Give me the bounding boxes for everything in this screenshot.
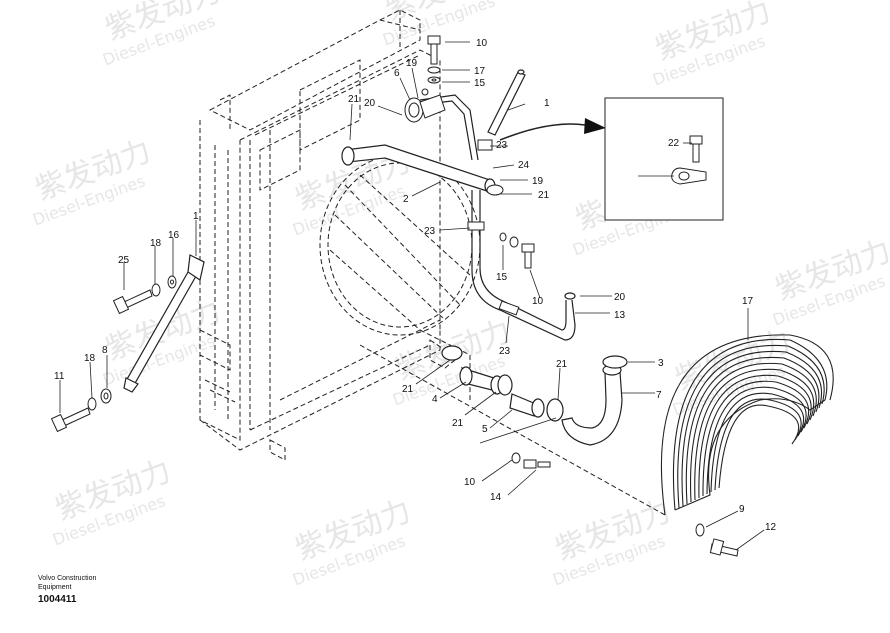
- callout-number: 7: [656, 390, 662, 401]
- caption-line-2: Equipment: [38, 584, 72, 591]
- callout-number: 19: [406, 58, 418, 69]
- hose-fittings-top: [404, 88, 446, 123]
- callout-number: 15: [474, 78, 486, 89]
- callout-number: 6: [394, 68, 400, 79]
- callout-number: 23: [499, 346, 511, 357]
- bolt-25-assembly: [112, 275, 177, 315]
- callout-number: 10: [532, 296, 544, 307]
- bolt-10-top: [427, 35, 441, 84]
- guard-outer-edge: [660, 334, 834, 516]
- callout-number: 20: [364, 98, 376, 109]
- guard-leader-line: [359, 344, 666, 516]
- callout-number: 11: [54, 371, 65, 382]
- watermark-layer: 紫发动力Diesel-Engines紫发动力Diesel-Engines紫发动力…: [30, 0, 890, 589]
- guard-ring: [694, 368, 815, 501]
- callout-number: 2: [403, 194, 409, 205]
- callout-number: 21: [348, 94, 360, 105]
- drawing-number: 1004411: [38, 594, 77, 605]
- pipe-clamps: [467, 139, 520, 316]
- callout-number: 4: [432, 394, 438, 405]
- callout-number: 8: [102, 345, 108, 356]
- guard-ring: [718, 404, 800, 489]
- guard-inner-edge: [674, 398, 826, 511]
- callout-number: 21: [538, 190, 550, 201]
- bolt-11-assembly: [50, 388, 112, 433]
- guard-ring: [689, 362, 817, 503]
- callout-number: 17: [742, 296, 754, 307]
- support-rod-upper: [487, 69, 526, 136]
- caption-line-1: Volvo Construction: [38, 575, 97, 582]
- guard-ring: [672, 338, 828, 511]
- callout-number: 12: [765, 522, 777, 533]
- guard-ring: [685, 356, 820, 505]
- guard-ring: [702, 380, 810, 497]
- bolt-9-assembly: [695, 523, 739, 557]
- guard-ring: [710, 392, 805, 493]
- callout-number: 20: [614, 292, 626, 303]
- guard-ring: [677, 344, 825, 509]
- fan-guard: [660, 334, 834, 516]
- callout-number: 21: [402, 384, 414, 395]
- detail-box: [604, 97, 724, 221]
- callout-number: 14: [490, 492, 502, 503]
- callout-number: 5: [482, 424, 488, 435]
- callout-number: 9: [739, 504, 745, 515]
- callout-number: 19: [532, 176, 544, 187]
- detail-arrow: [499, 123, 586, 141]
- bolt-10-middle: [499, 232, 535, 269]
- callout-number: 21: [556, 359, 568, 370]
- drain-pipe: [471, 190, 576, 341]
- callout-number: 10: [464, 477, 476, 488]
- callout-number: 21: [452, 418, 464, 429]
- guard-ring: [706, 386, 807, 495]
- callout-number: 13: [614, 310, 626, 321]
- callout-number: 18: [84, 353, 96, 364]
- lower-hoses: [441, 345, 628, 446]
- callout-number: 10: [476, 38, 488, 49]
- callout-number: 3: [658, 358, 664, 369]
- bolt-10-bottom: [511, 452, 551, 469]
- callout-number: 22: [668, 138, 680, 149]
- callout-number: 1: [544, 98, 550, 109]
- callout-number: 23: [424, 226, 436, 237]
- callout-number: 17: [474, 66, 486, 77]
- callout-number: 23: [496, 140, 508, 151]
- callout-number: 18: [150, 238, 162, 249]
- callout-number: 24: [518, 160, 530, 171]
- detail-arrowhead: [584, 118, 606, 134]
- leader-lines: [59, 41, 765, 551]
- radiator-frame: [199, 9, 471, 461]
- callout-number: 15: [496, 272, 508, 283]
- callout-number: 25: [118, 255, 130, 266]
- guard-ring: [698, 374, 812, 499]
- callout-number: 1: [193, 211, 199, 222]
- support-rod-left: [123, 254, 205, 393]
- guard-ring: [681, 350, 823, 507]
- callout-number: 16: [168, 230, 180, 241]
